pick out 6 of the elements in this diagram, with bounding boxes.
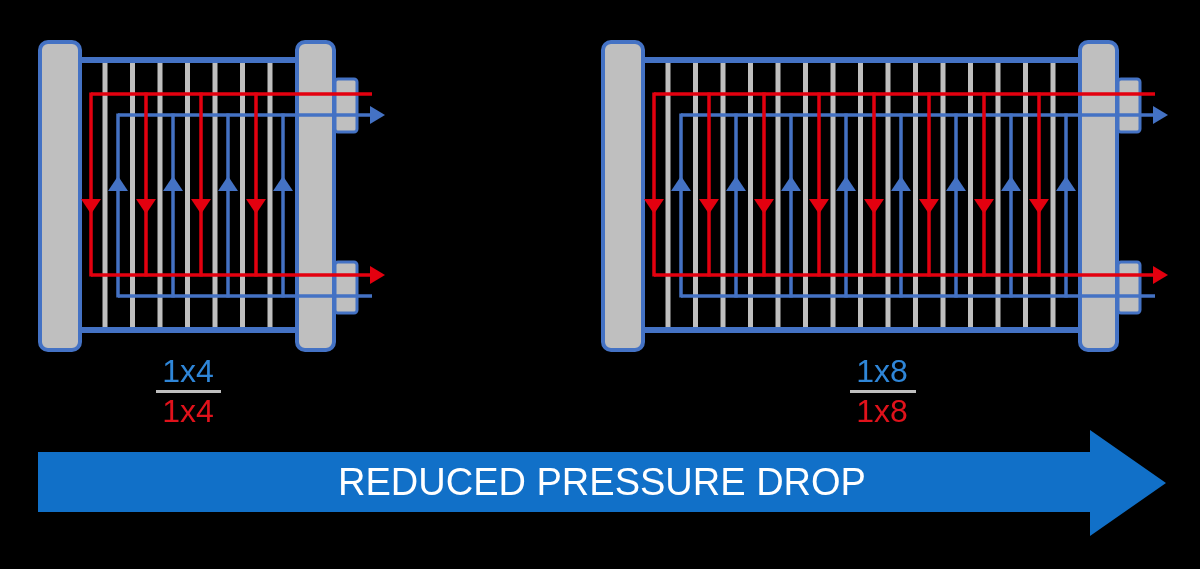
ratio-text: 1x8 bbox=[856, 395, 908, 427]
ratio-text: 1x4 bbox=[162, 395, 214, 427]
ratio-text: 1x8 bbox=[856, 355, 908, 387]
direction-arrow bbox=[38, 430, 1166, 536]
ratio-text: 1x4 bbox=[162, 355, 214, 387]
arrow-text: REDUCED PRESSURE DROP bbox=[338, 463, 866, 501]
